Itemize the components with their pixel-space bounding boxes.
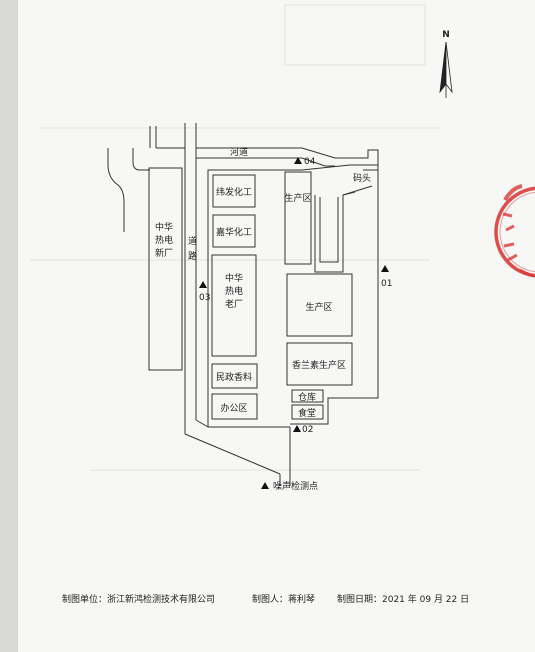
building-weifa [212,174,256,208]
label-office: 办公区 [220,402,247,414]
factory-boundary-east [290,164,379,425]
label-old-plant-1: 中华 [225,272,243,284]
footer-unit: 制图单位：浙江新鸿检测技术有限公司 [62,595,216,605]
label-canteen: 食堂 [298,407,316,419]
label-jiahua: 嘉华化工 [216,226,252,238]
building-warehouse [291,389,324,403]
north-arrow: N [439,30,453,98]
road-curve-right [132,148,150,171]
building-office [211,393,258,420]
label-new-plant-3: 新厂 [155,247,173,259]
factory-boundary-west [207,169,302,427]
label-point-01: 01 [381,279,392,289]
label-river: 河道 [230,146,248,158]
label-minzheng: 民政香料 [216,371,252,383]
scan-artifacts [30,4,440,471]
footer-date: 制图日期：2021 年 09 月 22 日 [337,595,470,605]
binding-strip [0,0,18,652]
building-canteen [291,404,324,420]
building-new-plant [148,167,183,371]
wharf-channel-inner [319,197,339,263]
monitoring-point-02: 02 [293,425,313,435]
monitoring-point-01: 01 [381,265,392,289]
label-old-plant-3: 老厂 [225,298,243,310]
north-label: N [442,30,450,40]
label-point-04: 04 [304,157,316,167]
label-old-plant-2: 热电 [225,285,243,297]
label-road-1: 道 [188,235,197,247]
label-new-plant-2: 热电 [155,234,173,246]
building-production-mid [286,273,353,337]
building-production-top [284,171,312,265]
monitoring-point-04: 04 [294,157,316,167]
building-old-plant [211,254,257,357]
road-curve-left [107,148,125,232]
footer-maker: 制图人：蒋利琴 [252,595,316,605]
label-new-plant-1: 中华 [155,221,173,233]
label-point-03: 03 [199,293,210,303]
legend-marker [261,482,269,489]
label-wharf: 码头 [353,173,371,184]
map-labels: 河道 码头 道 路 中华 热电 新厂 中华 热电 老厂 纬发化工 嘉华化工 民政… [155,146,371,419]
building-xianglan [286,342,353,386]
map-lines [107,123,379,486]
company-seal [494,184,535,278]
label-weifa: 纬发化工 [216,186,252,198]
document-page [18,0,535,652]
building-jiahua [212,214,256,248]
label-warehouse: 仓库 [298,391,316,403]
legend: 噪声检测点 [261,480,318,492]
building-minzheng [211,363,258,389]
label-point-02: 02 [302,425,313,435]
label-production-mid: 生产区 [305,301,332,313]
label-road-2: 路 [188,250,197,262]
label-xianglan: 香兰素生产区 [292,359,346,371]
monitoring-points: 04 01 03 02 噪声检测点 [199,157,392,492]
footer: 制图单位：浙江新鸿检测技术有限公司 制图人：蒋利琴 制图日期：2021 年 09… [62,592,482,608]
legend-label: 噪声检测点 [273,480,318,492]
monitoring-point-03: 03 [199,281,210,303]
label-production-top: 生产区 [284,192,311,204]
